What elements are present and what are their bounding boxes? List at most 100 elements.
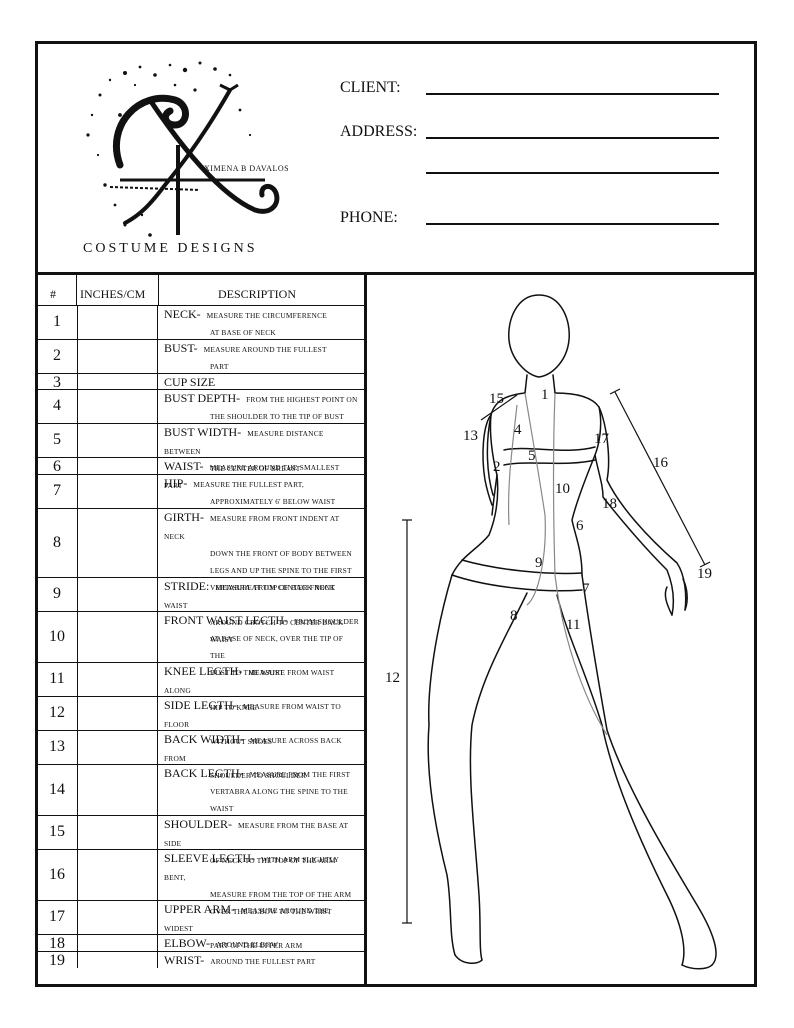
- measurement-value-cell[interactable]: [77, 458, 158, 474]
- row-detail-line: AROUND CROTCH TO CENTER BACK WAIST: [210, 618, 344, 644]
- fig-label-4: 4: [514, 422, 522, 438]
- row-detail-line: MEASURE FROM WAIST TO FLOOR: [164, 702, 341, 729]
- measurement-value-cell[interactable]: [77, 816, 158, 849]
- measurement-value-cell[interactable]: [77, 935, 158, 951]
- measurement-value-cell[interactable]: [77, 697, 158, 730]
- header-num: #: [50, 287, 56, 301]
- row-title: HIP-: [164, 476, 188, 490]
- row-detail-line: VERTABRA ALONG THE SPINE TO THE: [210, 787, 348, 796]
- measurement-value-cell[interactable]: [77, 424, 158, 457]
- row-number: 7: [53, 482, 61, 499]
- row-detail-line: MEASURE ACROSS BACK FROM: [164, 736, 342, 763]
- form-frame: [35, 41, 757, 987]
- row-number: 16: [49, 865, 65, 883]
- fig-label-10: 10: [555, 481, 570, 497]
- phone-input-line[interactable]: [426, 223, 719, 225]
- measurement-value-cell[interactable]: [77, 390, 158, 423]
- row-title: SIDE LEGTH-: [164, 698, 237, 712]
- measurement-value-cell[interactable]: [77, 475, 158, 508]
- row-number: 6: [53, 458, 61, 475]
- row-detail-line: PART OF THE UPPER ARM: [210, 941, 303, 950]
- row-title: KNEE LEGTH-: [164, 664, 243, 678]
- row-title: STRIDE:: [164, 579, 210, 593]
- measurement-value-cell[interactable]: [77, 578, 158, 611]
- logo-designer-name: XIMENA B DAVALOS: [204, 164, 290, 173]
- row-title: ELBOW-: [164, 936, 210, 950]
- croquis-figure: 1 2 4 5 6 7 8 9 10 11 12 13 15 16 17 18 …: [385, 294, 717, 970]
- fig-label-7: 7: [582, 581, 590, 597]
- row-title: GIRTH-: [164, 510, 204, 524]
- row-detail-line: AROUND ELBOW: [216, 940, 279, 949]
- measurement-value-cell[interactable]: [77, 340, 158, 373]
- fig-label-19: 19: [697, 566, 712, 582]
- row-detail-line: FROM SHOULDER: [294, 617, 359, 626]
- measurement-value-cell[interactable]: [77, 374, 158, 389]
- header-inches-cm: INCHES/CM: [80, 287, 146, 301]
- row-detail-line: OF NECK TO THE TOP OF THE ARM: [210, 856, 336, 865]
- fig-label-5: 5: [528, 448, 536, 464]
- measurement-value-cell[interactable]: [77, 306, 158, 339]
- row-number: 9: [53, 585, 61, 602]
- row-title: WAIST-: [164, 459, 204, 473]
- row-description: STRIDE:MEASURE FROM CENTER FRONT WAIST AR…: [164, 578, 359, 648]
- measurement-value-cell[interactable]: [77, 901, 158, 934]
- header-cells: [76, 275, 159, 305]
- table-row: 6 WAIST-MEASURE AROUND THE SMALLEST PART: [37, 457, 364, 490]
- fig-label-15: 15: [489, 391, 504, 407]
- row-detail-line: MEASURE FROM FRONT INDENT AT NECK: [164, 514, 340, 541]
- row-detail-line: BUST TO THE WAIST: [210, 668, 284, 677]
- fig-label-8: 8: [510, 608, 518, 624]
- row-detail-line: MEASURE DISTANCE BETWEEN: [164, 429, 324, 456]
- row-detail-line: MEASURE FROM CENTER FRONT WAIST: [164, 583, 335, 610]
- row-title: NECK-: [164, 307, 201, 321]
- fig-label-17: 17: [594, 431, 610, 447]
- measurement-value-cell[interactable]: [77, 663, 158, 696]
- row-detail-line: WITH ARM SLIGHTLY BENT,: [164, 855, 339, 882]
- row-title: WRIST-: [164, 953, 205, 967]
- row-title: BUST DEPTH-: [164, 391, 241, 405]
- row-title: UPPER ARM-: [164, 902, 236, 916]
- row-detail-line: MEASURE AROUND THE SMALLEST PART: [164, 463, 340, 490]
- fig-label-9: 9: [535, 555, 543, 571]
- row-title: FRONT WAIST LECTH-: [164, 613, 289, 627]
- row-detail-line: AT BASE OF NECK, OVER THE TIP OF THE: [210, 634, 344, 660]
- client-label: CLIENT:: [340, 79, 401, 96]
- measurement-value-cell[interactable]: [77, 509, 158, 577]
- row-detail-line: MEASURE FROM THE BASE AT SIDE: [164, 821, 349, 848]
- row-detail-line: THE CENTER OF BREAST: [210, 464, 301, 473]
- measurement-value-cell[interactable]: [77, 765, 158, 815]
- measurement-value-cell[interactable]: [77, 731, 158, 764]
- measurement-value-cell[interactable]: [77, 850, 158, 900]
- row-detail-line: PART: [210, 362, 229, 371]
- row-description: CUP SIZE: [164, 374, 359, 391]
- row-description: WRIST-AROUND THE FULLEST PART: [164, 952, 359, 970]
- row-detail-line: MEASURE FROM THE FIRST: [249, 770, 351, 779]
- row-detail-line: OVER THE ELBOW TO THE WRIST: [210, 907, 332, 916]
- address-input-line-2[interactable]: [426, 172, 719, 174]
- client-input-line[interactable]: [426, 93, 719, 95]
- fig-label-11: 11: [566, 617, 580, 633]
- row-number: 14: [49, 780, 65, 798]
- address-input-line[interactable]: [426, 137, 719, 139]
- fig-label-13: 13: [463, 428, 478, 444]
- row-title: BACK WIDTH-: [164, 732, 245, 746]
- measurement-value-cell[interactable]: [77, 952, 158, 968]
- row-detail-line: FROM THE HIGHEST POINT ON: [246, 395, 358, 404]
- measurement-value-cell[interactable]: [77, 612, 158, 662]
- row-detail-line: MEASURE THE FULLEST PART,: [193, 480, 304, 489]
- row-detail-line: APPROXIMATELY 6' BELOW WAIST: [210, 497, 336, 506]
- fig-label-12: 12: [385, 670, 400, 686]
